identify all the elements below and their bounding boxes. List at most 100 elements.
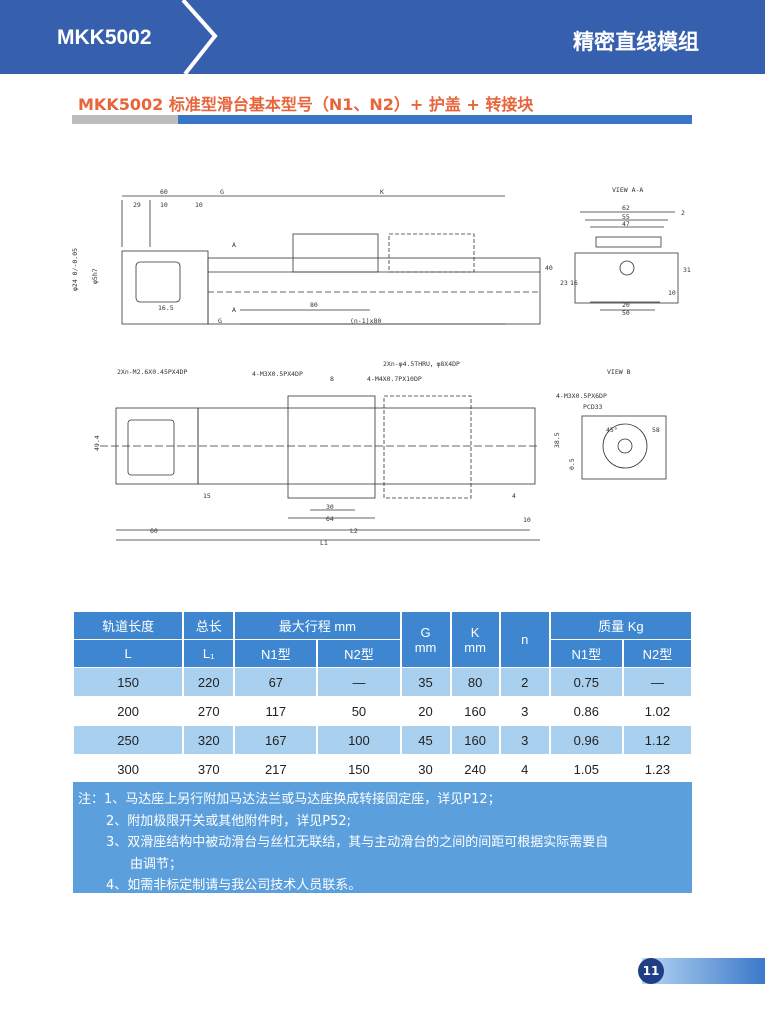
table-cell: 50 bbox=[351, 703, 367, 719]
svg-text:38.5: 38.5 bbox=[553, 432, 561, 448]
svg-text:8: 8 bbox=[330, 375, 334, 383]
svg-text:15: 15 bbox=[203, 492, 211, 500]
svg-text:58: 58 bbox=[652, 426, 660, 434]
svg-text:G: G bbox=[218, 317, 222, 325]
header-stroke-n2: N2型 bbox=[318, 640, 400, 667]
table-cell: 0.86 bbox=[573, 703, 599, 719]
table-cell: — bbox=[318, 668, 400, 696]
table-cell: 30 bbox=[418, 761, 433, 777]
table-cell: 35 bbox=[401, 668, 450, 696]
table-cell: 45 bbox=[401, 726, 450, 754]
svg-text:2Xn-M2.6X0.45PX4DP: 2Xn-M2.6X0.45PX4DP bbox=[117, 368, 188, 376]
svg-text:60: 60 bbox=[150, 527, 158, 535]
svg-text:φ5h7: φ5h7 bbox=[91, 268, 99, 284]
svg-text:L1: L1 bbox=[320, 539, 328, 547]
svg-text:4: 4 bbox=[512, 492, 516, 500]
svg-text:2Xn-φ4.5THRU，φ8X4DP: 2Xn-φ4.5THRU，φ8X4DP bbox=[383, 360, 460, 368]
header-L1: L₁ bbox=[184, 640, 234, 667]
header-n: n bbox=[500, 612, 549, 667]
svg-text:PCD33: PCD33 bbox=[583, 403, 603, 411]
svg-text:0.5: 0.5 bbox=[568, 458, 576, 470]
svg-text:K: K bbox=[380, 188, 384, 196]
table-cell: 1.12 bbox=[623, 726, 691, 754]
table-cell: 3 bbox=[521, 703, 529, 719]
table-cell: 150 bbox=[74, 668, 183, 696]
note-1: 注：1、马达座上另行附加马达法兰或马达座换成转接固定座，详见P12； bbox=[78, 792, 501, 807]
table-cell: 160 bbox=[451, 726, 499, 754]
title-underline-grey bbox=[72, 115, 178, 124]
svg-text:47: 47 bbox=[622, 220, 630, 228]
svg-text:29: 29 bbox=[133, 201, 141, 209]
svg-text:55: 55 bbox=[622, 213, 630, 221]
title-underline-blue bbox=[178, 115, 692, 124]
svg-text:VIEW B: VIEW B bbox=[607, 368, 631, 376]
header-bar: MKK5002 精密直线模组 bbox=[0, 0, 765, 74]
svg-text:2: 2 bbox=[681, 209, 685, 217]
header-rail-length: 轨道长度 bbox=[74, 612, 183, 639]
svg-text:4-M3X0.5PX4DP: 4-M3X0.5PX4DP bbox=[252, 370, 303, 378]
note-4: 4、如需非标定制请与我公司技术人员联系。 bbox=[106, 878, 362, 893]
table-cell: 2 bbox=[500, 668, 549, 696]
table-cell: 300 bbox=[117, 761, 139, 777]
table-cell: 150 bbox=[348, 761, 370, 777]
section-title: MKK5002 标准型滑台基本型号（N1、N2）+ 护盖 + 转接块 bbox=[78, 95, 534, 114]
table-cell: 0.75 bbox=[550, 668, 622, 696]
table-cell: 3 bbox=[500, 726, 549, 754]
svg-text:10: 10 bbox=[160, 201, 168, 209]
svg-text:62: 62 bbox=[622, 204, 630, 212]
technical-drawing: 60 G K 29 10 10 A φ24 0/-0.05 φ5h7 16.5 … bbox=[71, 186, 691, 547]
table-cell: 1.05 bbox=[573, 761, 599, 777]
svg-text:80: 80 bbox=[310, 301, 318, 309]
svg-text:A: A bbox=[232, 241, 236, 249]
svg-text:A: A bbox=[232, 306, 236, 314]
svg-text:45°: 45° bbox=[606, 426, 618, 434]
table-cell: 200 bbox=[117, 703, 139, 719]
svg-text:4-M4X0.7PX10DP: 4-M4X0.7PX10DP bbox=[367, 375, 422, 383]
svg-text:10: 10 bbox=[523, 516, 531, 524]
svg-text:10: 10 bbox=[195, 201, 203, 209]
svg-text:VIEW A-A: VIEW A-A bbox=[612, 186, 643, 194]
table-cell: — bbox=[623, 668, 691, 696]
header-total-length: 总长 bbox=[184, 612, 234, 639]
svg-text:40: 40 bbox=[545, 264, 553, 272]
side-view: 60 G K 29 10 10 A φ24 0/-0.05 φ5h7 16.5 … bbox=[71, 188, 541, 325]
notes-box: 注：1、马达座上另行附加马达法兰或马达座换成转接固定座，详见P12； 2、附加极… bbox=[73, 782, 692, 893]
table-cell: 1.23 bbox=[644, 761, 671, 777]
svg-text:φ24 0/-0.05: φ24 0/-0.05 bbox=[71, 248, 79, 291]
table-cell: 80 bbox=[451, 668, 499, 696]
model-name: MKK5002 bbox=[57, 26, 152, 49]
note-2: 2、附加极限开关或其他附件时，详见P52; bbox=[106, 813, 352, 829]
table-cell: 240 bbox=[464, 761, 486, 777]
table-cell: 250 bbox=[74, 726, 183, 754]
header-stroke-n1: N1型 bbox=[235, 640, 317, 667]
header-mass-n2: N2型 bbox=[623, 640, 691, 667]
table-cell: 100 bbox=[318, 726, 400, 754]
svg-text:10: 10 bbox=[668, 289, 676, 297]
header-mass-n1: N1型 bbox=[550, 640, 622, 667]
chevron-decoration bbox=[181, 0, 218, 74]
table-cell: 0.96 bbox=[550, 726, 622, 754]
svg-text:16.5: 16.5 bbox=[158, 304, 174, 312]
svg-text:L2: L2 bbox=[350, 527, 358, 535]
svg-text:49.4: 49.4 bbox=[93, 435, 101, 451]
page-number: 11 bbox=[638, 958, 664, 984]
svg-text:16: 16 bbox=[570, 279, 578, 287]
table-cell: 1.02 bbox=[644, 703, 671, 719]
header-L: L bbox=[74, 640, 183, 667]
svg-text:(n-1)x80: (n-1)x80 bbox=[350, 317, 381, 325]
table-cell: 217 bbox=[264, 761, 287, 777]
top-view: 2Xn-M2.6X0.45PX4DP 4-M3X0.5PX4DP 8 4-M4X… bbox=[93, 360, 540, 547]
view-aa: VIEW A-A 62 55 47 2 40 31 23 16 10 20 50 bbox=[545, 186, 691, 317]
svg-text:50: 50 bbox=[622, 309, 630, 317]
table-cell: 320 bbox=[184, 726, 234, 754]
svg-text:23: 23 bbox=[560, 279, 568, 287]
header-mass: 质量 Kg bbox=[550, 612, 691, 639]
view-b: VIEW B 4-M3X0.5PX6DP PCD33 38.5 0.5 45° … bbox=[553, 368, 667, 480]
note-3: 3、双滑座结构中被动滑台与丝杠无联结，其与主动滑台的之间的间距可根据实际需要自 bbox=[106, 835, 609, 850]
